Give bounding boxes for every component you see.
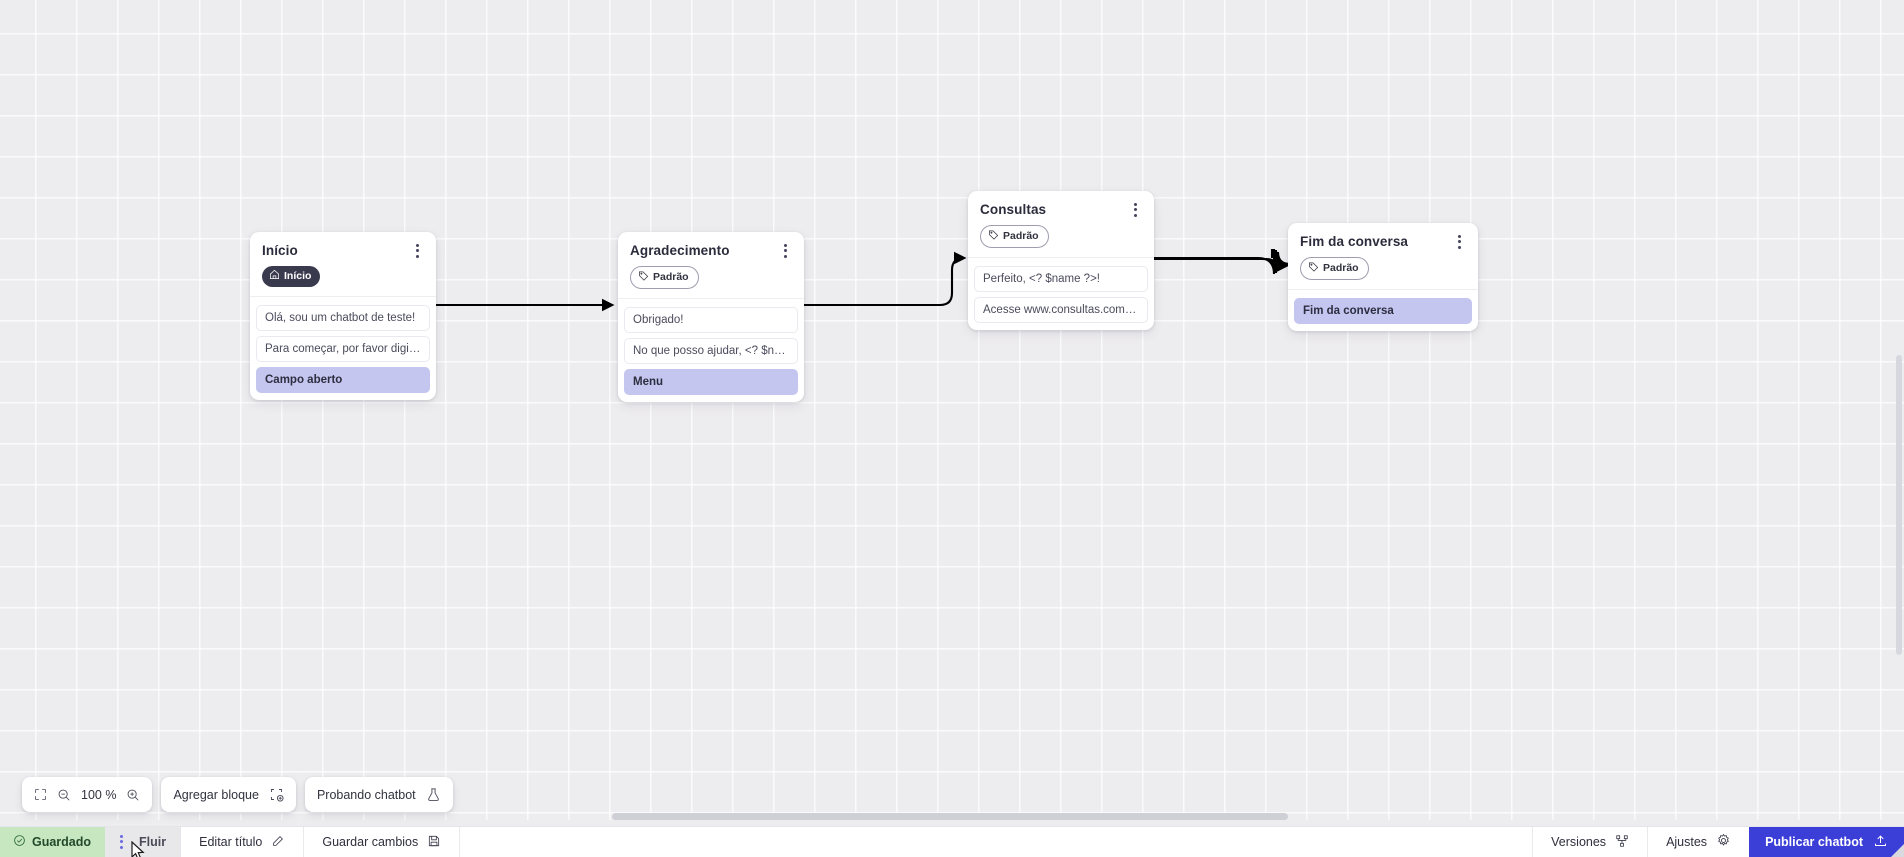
node-rows: Obrigado! No que posso ajudar, <? $name … [618, 298, 804, 395]
node-row[interactable]: Olá, sou um chatbot de teste! [256, 305, 430, 331]
node-row[interactable]: Para começar, por favor digite o ... [256, 336, 430, 362]
node-row-accent[interactable]: Menu [624, 369, 798, 395]
node-rows: Olá, sou um chatbot de teste! Para começ… [250, 296, 436, 393]
status-bar: Guardado Fluir Editar título Guardar cam… [0, 826, 1904, 857]
node-rows: Fim da conversa [1288, 289, 1478, 324]
node-row-accent[interactable]: Fim da conversa [1294, 298, 1472, 324]
node-title: Consultas [980, 202, 1047, 217]
node-header: Fim da conversa [1288, 223, 1478, 250]
node-badge-default: Padrão [630, 266, 699, 289]
node-header: Agradecimento [618, 232, 804, 259]
settings-button[interactable]: Ajustes [1647, 827, 1749, 857]
node-badge-default: Padrão [1300, 257, 1369, 280]
save-changes-button[interactable]: Guardar cambios [304, 827, 461, 857]
branch-icon [1615, 834, 1629, 851]
tag-icon [988, 229, 999, 244]
flow-node-consultas[interactable]: Consultas Padrão Perfeito, <? $name ?>! … [968, 191, 1154, 330]
upload-icon [1873, 833, 1888, 851]
tag-icon [638, 270, 649, 285]
add-block-label: Agregar bloque [173, 787, 259, 802]
tag-icon [1308, 261, 1319, 276]
saved-status-label: Guardado [32, 835, 92, 849]
statusbar-right-group: Versiones Ajustes [1532, 827, 1904, 857]
pencil-icon [271, 834, 285, 851]
publish-label: Publicar chatbot [1765, 835, 1863, 849]
flow-connectors [435, 248, 1291, 312]
node-badge-label: Padrão [653, 271, 689, 283]
horizontal-scrollbar[interactable] [612, 813, 1288, 820]
check-circle-icon [13, 834, 26, 850]
zoom-in-icon[interactable] [126, 788, 140, 802]
test-chatbot-button[interactable]: Probando chatbot [304, 777, 453, 812]
node-badge-label: Padrão [1003, 230, 1039, 242]
node-row[interactable]: Perfeito, <? $name ?>! [974, 266, 1148, 292]
node-menu-button[interactable] [778, 242, 792, 259]
test-chatbot-label: Probando chatbot [316, 787, 416, 802]
publish-chatbot-button[interactable]: Publicar chatbot [1749, 827, 1904, 857]
flow-node-agradecimento[interactable]: Agradecimento Padrão Obrigado! No que po… [618, 232, 804, 402]
versions-button[interactable]: Versiones [1532, 827, 1647, 857]
node-rows: Perfeito, <? $name ?>! Acesse www.consul… [968, 257, 1154, 323]
gear-icon [1716, 833, 1731, 851]
flow-node-inicio[interactable]: Início Início Olá, sou um chatbot de tes… [250, 232, 436, 400]
edge-consultas-to-fim-main [1154, 248, 1289, 275]
node-row[interactable]: No que posso ajudar, <? $name ... [624, 338, 798, 364]
settings-label: Ajustes [1666, 835, 1708, 849]
node-header: Consultas [968, 191, 1154, 218]
node-menu-button[interactable] [410, 242, 424, 259]
zoom-level[interactable]: 100 % [81, 787, 117, 802]
saved-status-badge: Guardado [0, 827, 106, 857]
node-title: Agradecimento [630, 243, 730, 258]
home-icon [269, 269, 280, 284]
node-badge-default: Padrão [980, 225, 1049, 248]
canvas-toolbar: 100 % Agregar bloque Probando chatbot [22, 777, 453, 812]
add-block-button[interactable]: Agregar bloque [161, 777, 296, 812]
vertical-scrollbar[interactable] [1896, 355, 1902, 655]
save-disk-icon [427, 834, 441, 851]
node-row[interactable]: Obrigado! [624, 307, 798, 333]
node-header: Início [250, 232, 436, 259]
fit-screen-icon[interactable] [34, 788, 47, 801]
save-changes-label: Guardar cambios [322, 835, 419, 849]
node-row[interactable]: Acesse www.consultas.com par... [974, 297, 1148, 323]
add-block-icon [269, 787, 284, 802]
edit-title-label: Editar título [199, 835, 263, 849]
node-title: Fim da conversa [1300, 234, 1409, 249]
node-badge-label: Padrão [1323, 262, 1359, 274]
zoom-out-icon[interactable] [57, 788, 71, 802]
tab-fluir-label: Fluir [139, 835, 167, 849]
statusbar-spacer [460, 827, 1532, 857]
flow-canvas[interactable]: Início Início Olá, sou um chatbot de tes… [0, 0, 1904, 820]
flow-node-fim-da-conversa[interactable]: Fim da conversa Padrão Fim da conversa [1288, 223, 1478, 331]
flask-icon [426, 787, 441, 802]
flow-tab-menu-icon[interactable] [114, 833, 128, 850]
node-menu-button[interactable] [1128, 201, 1142, 218]
edit-title-button[interactable]: Editar título [181, 827, 305, 857]
node-title: Início [262, 243, 298, 258]
zoom-controls: 100 % [22, 777, 153, 812]
node-badge-start: Início [262, 266, 321, 287]
tab-fluir[interactable]: Fluir [105, 827, 182, 857]
node-row-accent[interactable]: Campo aberto [256, 367, 430, 393]
versions-label: Versiones [1551, 835, 1607, 849]
edge-agradecimento-to-consultas [804, 251, 967, 307]
node-badge-label: Início [284, 270, 312, 282]
node-menu-button[interactable] [1452, 233, 1466, 250]
